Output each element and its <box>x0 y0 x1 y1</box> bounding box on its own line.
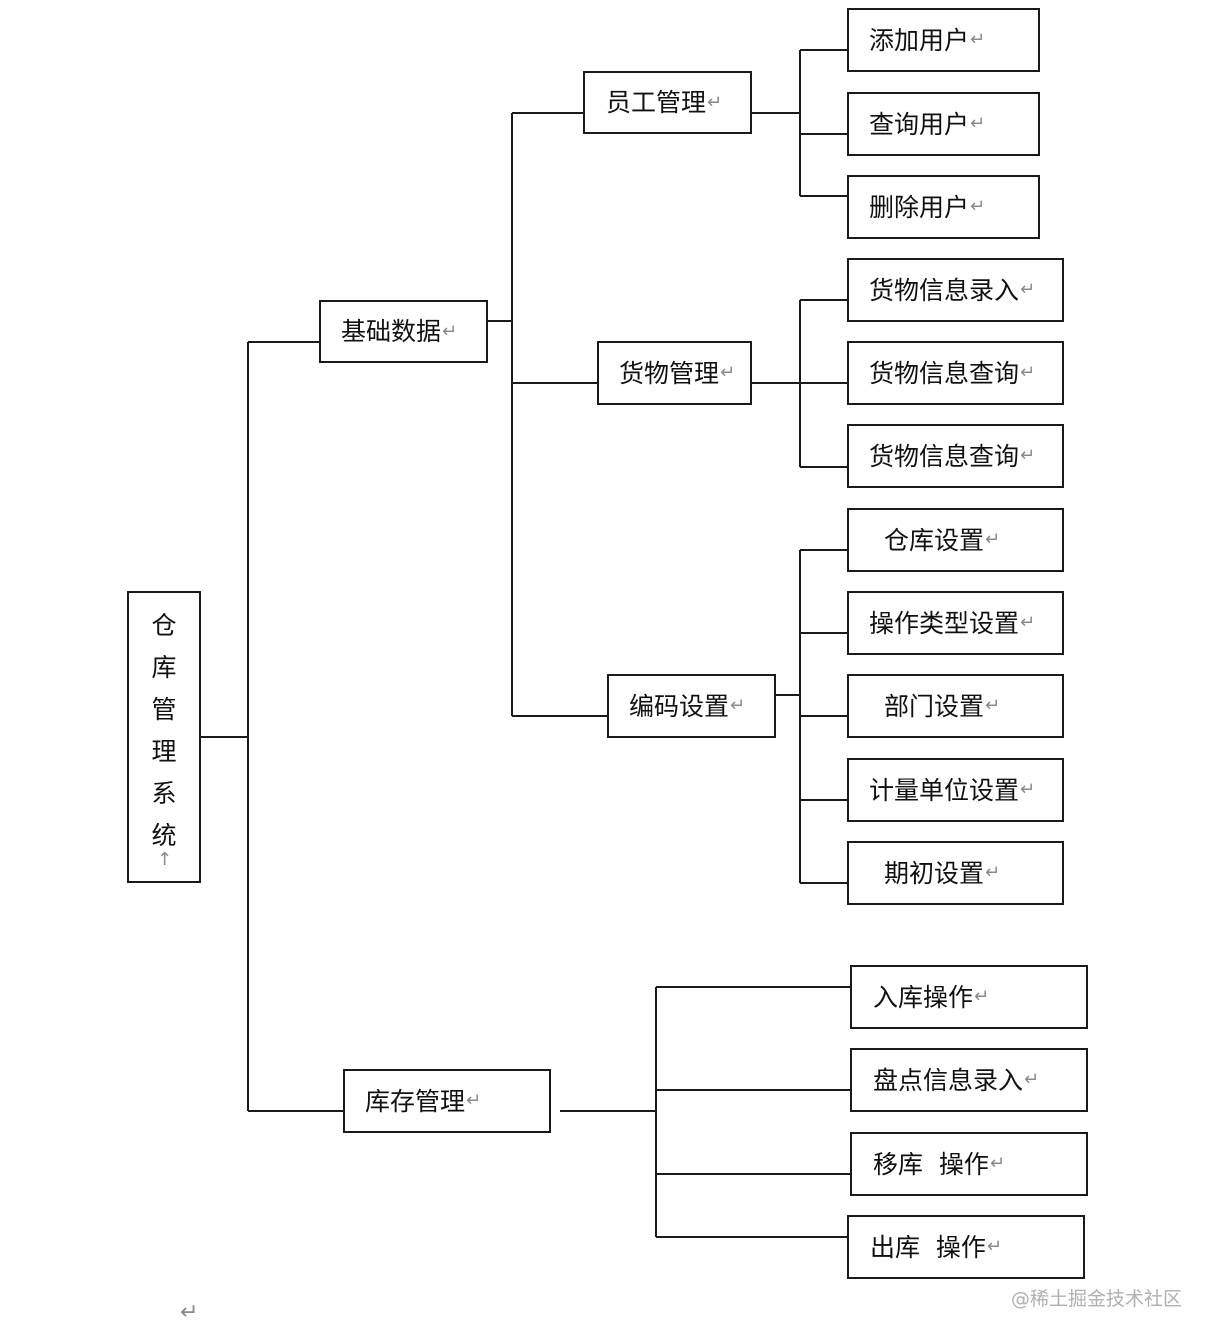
node-delete-user: 删除用户↵ <box>847 175 1040 239</box>
return-mark-icon: ↵ <box>985 529 1001 550</box>
return-mark-icon: ↵ <box>442 320 458 342</box>
node-label: 查询用户 <box>869 109 970 139</box>
node-label: 计量单位设置 <box>869 775 1020 805</box>
node-label: 部门设置 <box>884 691 985 721</box>
node-warehouse-settings: 仓库设置↵ <box>847 508 1064 572</box>
root-label-char: 库 <box>151 653 177 682</box>
paragraph-end-icon: ↑ <box>156 849 173 870</box>
node-label: 编码设置 <box>629 691 730 721</box>
node-label: 盘点信息录入 <box>873 1065 1024 1095</box>
return-mark-icon: ↵ <box>989 1153 1005 1174</box>
return-mark-icon: ↵ <box>720 362 736 383</box>
paragraph-mark-icon: ↵ <box>180 1300 199 1325</box>
node-stock-in: 入库操作↵ <box>850 965 1088 1029</box>
root-label-char: 系 <box>151 779 177 808</box>
node-label: 删除用户 <box>869 192 970 222</box>
root-label-char: 管 <box>151 695 177 724</box>
node-basic-data: 基础数据↵ <box>319 300 488 363</box>
node-unit-settings: 计量单位设置↵ <box>847 758 1064 822</box>
return-mark-icon: ↵ <box>1024 1069 1040 1090</box>
node-query-user: 查询用户↵ <box>847 92 1040 156</box>
node-add-user: 添加用户↵ <box>847 8 1040 72</box>
node-label: 货物管理 <box>619 358 720 388</box>
node-label: 货物信息查询 <box>869 358 1020 388</box>
root-label-char: 理 <box>151 737 177 766</box>
return-mark-icon: ↵ <box>974 986 990 1007</box>
node-code-settings: 编码设置↵ <box>607 674 776 738</box>
node-label: 添加用户 <box>869 25 970 55</box>
node-goods-info-query: 货物信息查询↵ <box>847 341 1064 405</box>
return-mark-icon: ↵ <box>970 113 986 134</box>
watermark: @稀土掘金技术社区 <box>1010 1288 1182 1310</box>
node-label: 库存管理 <box>365 1086 466 1116</box>
return-mark-icon: ↵ <box>1020 279 1036 300</box>
node-label: 移库 操作 <box>873 1149 989 1179</box>
node-stocktake-entry: 盘点信息录入↵ <box>850 1048 1088 1112</box>
return-mark-icon: ↵ <box>707 91 723 113</box>
node-inventory-management: 库存管理↵ <box>343 1069 551 1133</box>
root-node: 仓库管理系统↑ <box>127 591 201 883</box>
node-label: 操作类型设置 <box>869 608 1020 638</box>
node-label: 货物信息查询 <box>869 441 1020 471</box>
root-label-char: 仓 <box>151 611 177 640</box>
return-mark-icon: ↵ <box>970 29 986 50</box>
return-mark-icon: ↵ <box>730 695 746 716</box>
node-goods-info-entry: 货物信息录入↵ <box>847 258 1064 322</box>
node-staff-management: 员工管理↵ <box>583 71 752 134</box>
node-label: 货物信息录入 <box>869 275 1020 305</box>
node-label: 入库操作 <box>873 982 974 1012</box>
return-mark-icon: ↵ <box>1020 362 1036 383</box>
node-opening-settings: 期初设置↵ <box>847 841 1064 905</box>
node-department-settings: 部门设置↵ <box>847 674 1064 738</box>
return-mark-icon: ↵ <box>1020 779 1036 800</box>
return-mark-icon: ↵ <box>970 196 986 217</box>
node-goods-info-query-2: 货物信息查询↵ <box>847 424 1064 488</box>
node-label: 出库 操作 <box>870 1232 986 1262</box>
node-stock-out: 出库 操作↵ <box>847 1215 1085 1279</box>
node-goods-management: 货物管理↵ <box>597 341 752 405</box>
return-mark-icon: ↵ <box>986 1236 1002 1257</box>
root-label: 仓库管理系统↑ <box>151 605 176 869</box>
return-mark-icon: ↵ <box>1020 445 1036 466</box>
node-label: 仓库设置 <box>884 525 985 555</box>
return-mark-icon: ↵ <box>1020 612 1036 633</box>
return-mark-icon: ↵ <box>466 1090 482 1111</box>
node-operation-type-settings: 操作类型设置↵ <box>847 591 1064 655</box>
root-label-char: 统 <box>151 821 177 850</box>
node-label: 员工管理 <box>606 88 707 117</box>
node-label: 期初设置 <box>884 858 985 888</box>
node-transfer: 移库 操作↵ <box>850 1132 1088 1196</box>
node-label: 基础数据 <box>341 317 442 346</box>
return-mark-icon: ↵ <box>985 695 1001 716</box>
return-mark-icon: ↵ <box>985 862 1001 883</box>
